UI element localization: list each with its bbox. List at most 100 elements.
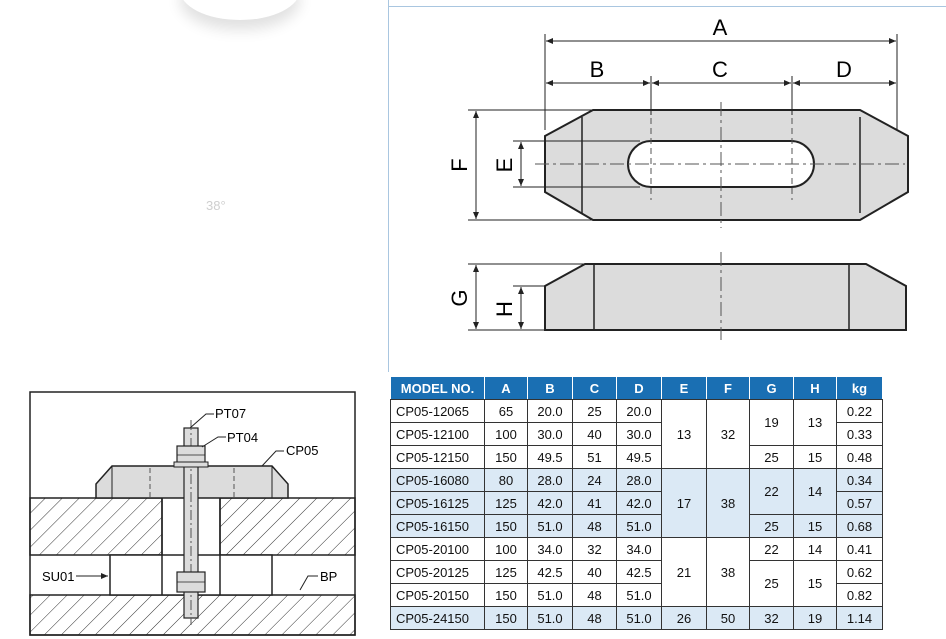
cell-c: 51 [572, 445, 617, 469]
cell-kg: 0.22 [836, 399, 883, 423]
cell-kg: 0.57 [836, 491, 883, 515]
table-row: CP05-20150 150 51.0 48 51.0 0.82 [390, 583, 883, 607]
cell-kg: 0.33 [836, 422, 883, 446]
cell-d: 42.5 [616, 560, 662, 584]
cell-g: 32 [749, 606, 794, 630]
header-e: E [661, 376, 707, 400]
label-pt04: PT04 [227, 430, 258, 445]
table-row: CP05-20100 100 34.0 32 34.0 21 38 22 14 … [390, 537, 883, 607]
cell-a: 150 [484, 514, 528, 538]
cell-model: CP05-12150 [390, 445, 485, 469]
dim-label-b: B [590, 57, 605, 82]
cell-a: 100 [484, 537, 528, 561]
cell-kg: 0.41 [836, 537, 883, 561]
cell-model: CP05-24150 [390, 606, 485, 630]
cell-h: 13 [793, 399, 837, 446]
cell-a: 150 [484, 606, 528, 630]
cell-h: 15 [793, 514, 837, 538]
dim-label-c: C [712, 57, 728, 82]
cell-h: 15 [793, 445, 837, 469]
header-f: F [706, 376, 750, 400]
label-cp05: CP05 [286, 443, 319, 458]
dim-label-f: F [447, 158, 472, 171]
cell-d: 34.0 [616, 537, 662, 561]
cell-kg: 0.62 [836, 560, 883, 584]
cell-f: 38 [706, 537, 750, 607]
cell-d: 42.0 [616, 491, 662, 515]
dim-label-d: D [836, 57, 852, 82]
label-pt07: PT07 [215, 406, 246, 421]
cell-h: 14 [793, 468, 837, 515]
label-bp: BP [320, 569, 337, 584]
cell-g: 19 [749, 399, 794, 446]
cell-e: 21 [661, 537, 707, 607]
cell-d: 30.0 [616, 422, 662, 446]
section-divider-horizontal [388, 6, 946, 7]
cell-e: 13 [661, 399, 707, 469]
table-header-row: MODEL NO. A B C D E F G H kg [390, 376, 883, 400]
cell-e: 17 [661, 468, 707, 538]
cell-c: 32 [572, 537, 617, 561]
table-row: CP05-16080 80 28.0 24 28.0 17 38 22 14 0… [390, 468, 883, 538]
cell-d: 49.5 [616, 445, 662, 469]
cell-d: 51.0 [616, 606, 662, 630]
cell-b: 51.0 [527, 583, 573, 607]
dim-label-h: H [492, 301, 517, 317]
cell-model: CP05-12100 [390, 422, 485, 446]
cell-model: CP05-16150 [390, 514, 485, 538]
cell-a: 125 [484, 491, 528, 515]
cell-h: 19 [793, 606, 837, 630]
cell-c: 40 [572, 422, 617, 446]
label-su01: SU01 [42, 569, 75, 584]
header-model: MODEL NO. [390, 376, 485, 400]
cell-d: 51.0 [616, 514, 662, 538]
table-row: CP05-16125 125 42.0 41 42.0 0.57 [390, 491, 883, 515]
cell-f: 38 [706, 468, 750, 538]
table-row: CP05-24150 150 51.0 48 51.0 26 50 32 19 … [390, 606, 883, 630]
cell-a: 65 [484, 399, 528, 423]
header-c: C [572, 376, 617, 400]
header-kg: kg [836, 376, 883, 400]
section-divider-vertical [388, 0, 389, 372]
cell-c: 25 [572, 399, 617, 423]
cell-b: 20.0 [527, 399, 573, 423]
cell-b: 28.0 [527, 468, 573, 492]
cell-g: 25 [749, 560, 794, 607]
cell-a: 125 [484, 560, 528, 584]
workpiece-left [29, 497, 163, 556]
cell-b: 42.5 [527, 560, 573, 584]
blank-area [0, 0, 388, 380]
cell-b: 30.0 [527, 422, 573, 446]
cell-b: 42.0 [527, 491, 573, 515]
cell-model: CP05-12065 [390, 399, 485, 423]
cell-kg: 0.82 [836, 583, 883, 607]
header-g: G [749, 376, 794, 400]
cell-c: 48 [572, 583, 617, 607]
cell-b: 34.0 [527, 537, 573, 561]
cell-model: CP05-16080 [390, 468, 485, 492]
cell-b: 51.0 [527, 514, 573, 538]
cell-e: 26 [661, 606, 707, 630]
cell-c: 24 [572, 468, 617, 492]
cell-kg: 0.48 [836, 445, 883, 469]
cell-c: 48 [572, 514, 617, 538]
header-a: A [484, 376, 528, 400]
cell-model: CP05-20150 [390, 583, 485, 607]
cell-model: CP05-20125 [390, 560, 485, 584]
cell-model: CP05-20100 [390, 537, 485, 561]
table-row: CP05-20125 125 42.5 40 42.5 25 15 0.62 [390, 560, 883, 607]
table-row: CP05-12100 100 30.0 40 30.0 0.33 [390, 422, 883, 446]
cell-b: 51.0 [527, 606, 573, 630]
cell-kg: 0.34 [836, 468, 883, 492]
cell-kg: 0.68 [836, 514, 883, 538]
cell-c: 41 [572, 491, 617, 515]
cell-c: 40 [572, 560, 617, 584]
cell-d: 28.0 [616, 468, 662, 492]
dim-label-e: E [492, 158, 517, 173]
cell-b: 49.5 [527, 445, 573, 469]
cell-h: 14 [793, 537, 837, 561]
table-row: CP05-12065 65 20.0 25 20.0 13 32 19 13 0… [390, 399, 883, 469]
